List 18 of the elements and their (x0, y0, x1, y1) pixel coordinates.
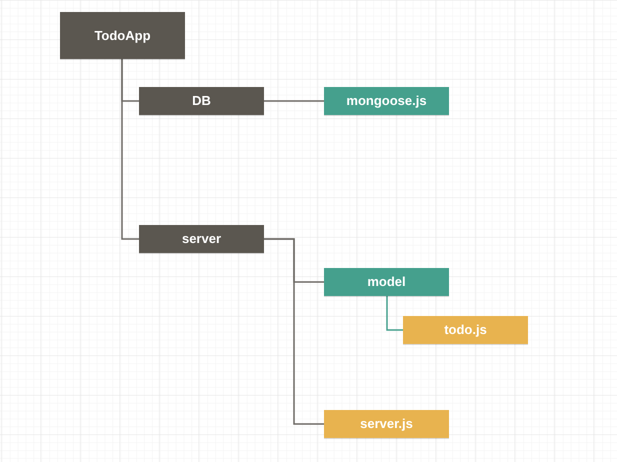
folder-box (139, 225, 264, 253)
node-label: server (182, 230, 222, 248)
folder-box (139, 87, 264, 115)
node-label: server.js (360, 415, 413, 434)
node-label: model (367, 273, 406, 292)
connector-line (121, 59, 139, 240)
node-label: TodoApp (94, 26, 151, 45)
folder-box (60, 12, 185, 59)
connector-line (264, 100, 324, 102)
node-label: todo.js (444, 321, 487, 340)
folder-box (403, 316, 528, 344)
node-label: mongoose.js (346, 92, 427, 110)
folder-box (324, 410, 449, 438)
connector-line (386, 296, 403, 331)
folder-box (324, 268, 449, 296)
folder-box (324, 87, 449, 115)
node-label: DB (192, 92, 211, 110)
connector-line (264, 238, 324, 425)
